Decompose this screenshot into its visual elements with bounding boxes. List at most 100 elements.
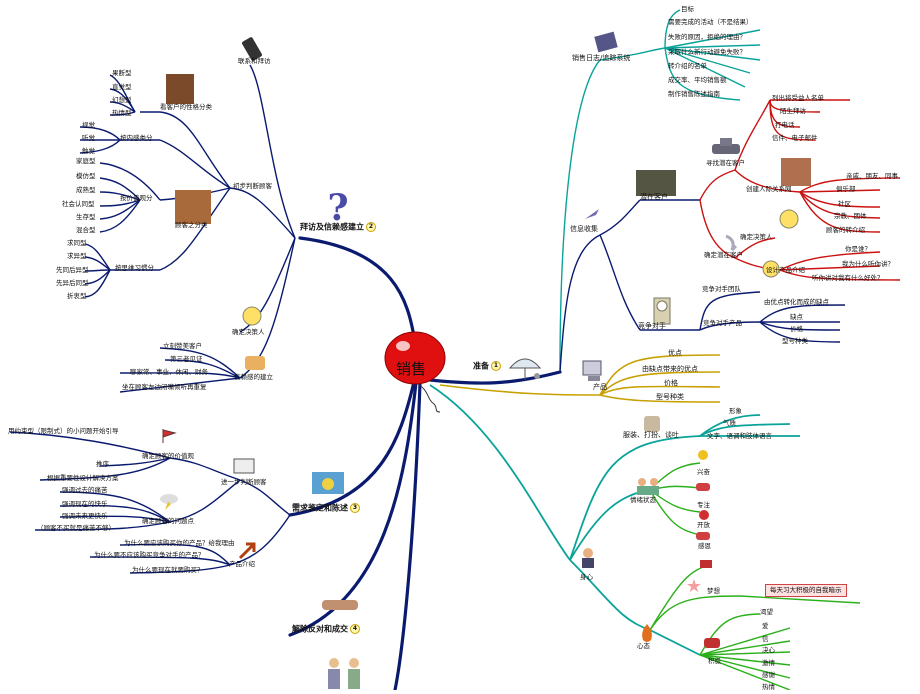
person-photo-3 [781,158,811,186]
tank-icon [708,132,744,160]
find-prospect-title: 寻找潜在客户 [706,159,745,167]
book-icon [232,456,256,476]
flower-icon [696,508,712,522]
umbrella-icon [505,350,545,382]
body-mind-title: 身心 [580,573,593,581]
network-item: 宗教、团体 [834,212,867,220]
intro-item: 为什么要应该购买你的产品？给我理由 [124,539,235,547]
mind-item: 决心 [762,646,775,654]
info-collection-title: 信息收集 [570,225,598,233]
style-item: 热情型 [112,109,132,117]
first-judge: 初步判断顾客 [233,182,272,190]
person-photo-1 [166,74,194,104]
hand-icon [694,530,712,542]
network-title: 创建人际关系网 [746,185,792,193]
further-judge: 进一步判断顾客 [221,478,267,486]
pain-item: 强调过去的痛苦 [62,486,108,494]
hand-icon [694,480,712,494]
product-item: 由缺点带来的优点 [642,365,698,373]
competitor-product-item: 缺点 [790,313,803,321]
sales-system-item: 成交率、平均销售额 [668,76,727,84]
person-icon [576,545,600,569]
needs-value-item: 推序 [96,460,109,468]
pain-item: 强调现在的快乐 [62,500,108,508]
branch-line-close [288,381,418,637]
needs-value-item: 根据重要性设计解决方案 [47,474,119,482]
pin-icon [582,205,602,223]
sales-system-item: 转介绍的名单 [668,62,707,70]
center-title: 销售 [396,360,427,378]
find-prospect-item: 信件、电子邮件 [772,134,818,142]
competitor-team: 竞争对手团队 [702,285,741,293]
trust-item: 立刻赞美客户 [163,342,202,350]
branch-line-5 [393,381,422,692]
trust-title: 信赖感的建立 [234,373,273,381]
qualify-question: 我为什么听你讲？ [842,260,894,268]
sun-icon [694,446,712,464]
trust-item: 第三者见证 [170,355,203,363]
needs-value-title: 确定顾客的价值观 [142,452,194,460]
style-item: 幻想型 [112,96,132,104]
qualify-design: 设计产品介绍 [766,266,805,274]
fingerprint-icon [640,412,664,436]
dress-title: 服装、打扮、谈吐 [623,431,679,439]
needs-value-item: 用约束型（限制式）的小问题开始引导 [8,427,119,435]
branch-line-needs [288,380,416,517]
competitor-title: 竞争对手 [638,322,666,330]
find-prospect-item: 列出将受益人名单 [772,94,824,102]
mind-item: 激情 [762,659,775,667]
sense-item: 触觉 [82,147,95,155]
arrow-icon [238,540,260,560]
people-icon [322,655,366,690]
intro-title: 产品介绍 [229,560,255,568]
style-title: 看客户的性格分类 [160,103,212,111]
dress-item: 气质 [723,419,736,427]
pain-title: 确定顾客的问题点 [142,517,194,525]
trust-item: 聊家常、事业、休闲、财务 [130,368,208,376]
dress-item: 文字、语调和肢体语言 [707,432,772,440]
tag-icon [698,558,714,570]
network-item: 俱乐部 [836,185,856,193]
value-title: 按价值观分 [120,194,153,202]
product-item: 优点 [668,349,682,357]
network-item: 顾客的转介绍 [826,226,865,234]
sales-system-title: 销售日志/追踪系统 [572,54,631,62]
find-prospect-item: 打电话 [775,121,795,129]
sales-system-item: 制作销售陈述指南 [668,90,720,98]
clock-icon [648,296,676,326]
value-item: 混合型 [76,226,96,234]
group-photo [636,170,676,196]
thinking-face-icon [777,208,801,230]
think-item: 求同型 [67,239,87,247]
hand-icon [702,634,722,652]
presentation-icon [310,470,346,502]
mind-item: 爱 [762,622,769,630]
branch-line-visit [298,236,417,344]
mind-item: 渴望 [760,608,773,616]
competitor-product-item: 价格 [790,325,803,333]
people-icon [634,476,662,496]
think-item: 折衷型 [67,292,87,300]
contact-visit: 联系和拜访 [238,57,271,65]
center-balloon [384,331,446,413]
mind-item: 感谢 [762,671,775,679]
qualify-question: 你是谁？ [845,245,871,253]
mind-positive: 积极 [708,657,721,665]
trust-item: 坐在顾客左边闭嘴倾听再重复 [122,383,207,391]
network-item: 社区 [838,200,851,208]
intro-item: 为什么要不应该购买竞争对手的产品？ [94,551,205,559]
value-item: 生存型 [76,213,96,221]
emotion-item: 感恩 [698,542,711,550]
computer-icon [580,358,606,384]
dress-item: 形象 [729,407,742,415]
product-item: 型号种类 [656,393,684,401]
think-item: 求异型 [67,252,87,260]
mind-item: 信 [762,635,769,643]
style-item: 直觉型 [112,83,132,91]
think-item: 先同后异型 [56,266,89,274]
sense-item: 听觉 [82,134,95,142]
pain-item: 强调未来更快乐 [62,512,108,520]
